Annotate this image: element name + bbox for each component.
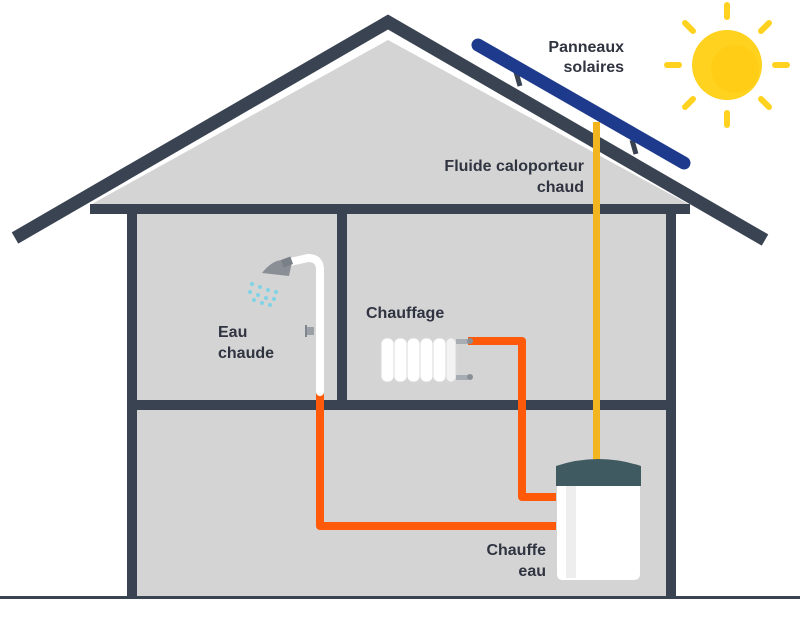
- house-roof: [11, 14, 769, 246]
- attic-floor-beam: [90, 204, 690, 214]
- tank-lid: [556, 459, 641, 486]
- shower-icon: [248, 253, 324, 396]
- heating-pipe: [468, 337, 556, 501]
- shower-supply-pipe: [316, 388, 556, 530]
- middle-floor: [131, 400, 673, 410]
- radiator-icon: [380, 337, 473, 383]
- label-panels-line1: Panneaux: [548, 39, 624, 56]
- ground-line: [0, 596, 800, 599]
- room-partition: [337, 212, 347, 404]
- label-hot-water-line2: chaude: [218, 345, 274, 362]
- tank-body: [557, 484, 640, 580]
- hot-fluid-pipe: [593, 122, 600, 462]
- house-attic: [90, 40, 690, 205]
- hot-water-pipes: [316, 337, 556, 530]
- label-fluid-line1: Fluide caloporteur: [444, 158, 584, 175]
- sun-icon: [664, 2, 790, 128]
- shower-valve: [306, 327, 314, 335]
- label-panels-line2: solaires: [564, 59, 625, 76]
- water-heater-tank: [556, 459, 641, 580]
- label-heater-line2: eau: [518, 563, 546, 580]
- label-fluid-line2: chaud: [537, 179, 584, 196]
- label-heating: Chauffage: [366, 305, 444, 322]
- solar-panel: [471, 38, 691, 170]
- labels: Panneaux solaires Fluide caloporteur cha…: [218, 39, 624, 580]
- label-hot-water-line1: Eau: [218, 324, 247, 341]
- label-heater-line1: Chauffe: [486, 542, 546, 559]
- water-drops-icon: [248, 282, 278, 307]
- shower-pipe: [286, 253, 324, 396]
